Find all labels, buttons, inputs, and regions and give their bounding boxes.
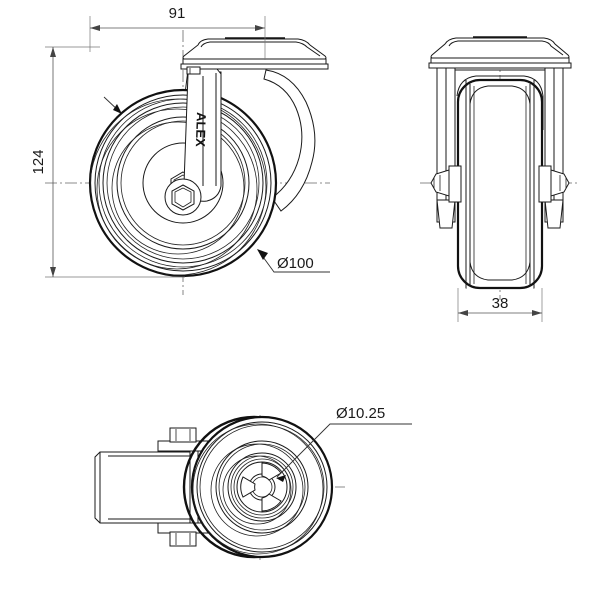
- wheel-plan-hub-outer: [227, 452, 297, 522]
- dim-hub-bore: Ø10.25: [276, 405, 412, 482]
- axle-washer-right: [538, 165, 552, 203]
- dim-wheel-diameter: Ø100: [257, 249, 330, 273]
- fork-brand-text: ALEX: [193, 112, 209, 148]
- wheel-plan-tread-2: [199, 424, 325, 550]
- dim-hub-bore-label: Ø10.25: [336, 405, 385, 422]
- plate-lower-band: [180, 63, 329, 70]
- wheel-hub-boss: [142, 142, 224, 224]
- dim-height-124: 124: [30, 46, 185, 278]
- top-mounting-plate-side: [428, 36, 572, 69]
- top-mounting-plate-front: [180, 37, 329, 70]
- wheel-hub-disc-inner: [120, 120, 246, 246]
- axle-hardware-plan: [157, 427, 219, 547]
- dim-wheel-width-38-label: 38: [492, 295, 509, 312]
- tyre-side-body: [456, 78, 544, 290]
- wheel-plan-hub-3: [236, 461, 288, 513]
- hub-slot-2: [261, 493, 282, 512]
- wheel-side: [456, 78, 544, 290]
- swivel-fork-overlay: [164, 66, 222, 216]
- wheel-rim-outer: [102, 102, 264, 264]
- dim-width-91: 91: [89, 5, 266, 60]
- side-view: 38: [420, 36, 580, 322]
- dim-height-124-label: 124: [30, 149, 47, 174]
- plan-fork-body: [94, 451, 197, 524]
- dim-wheel-diameter-label: Ø100: [277, 255, 314, 272]
- wheel-plan: [182, 415, 334, 559]
- hub-slot-3: [240, 476, 256, 498]
- axle-hardware-side: [430, 165, 570, 203]
- plate-edge-band: [182, 58, 327, 65]
- plan-bolt-head-top: [169, 427, 197, 443]
- wheel-plan-hub-2: [233, 458, 291, 516]
- front-view: ALEX 91 124: [30, 5, 330, 295]
- wheel-rim-line: [106, 106, 260, 260]
- plan-view: Ø10.25: [94, 405, 412, 560]
- plan-bolt-head-bottom: [169, 531, 197, 547]
- wheel-tyre-inner: [94, 94, 272, 272]
- axle-washer-left: [448, 165, 462, 203]
- wheel-plan-rim: [215, 440, 309, 534]
- tyre-pointer-arrow: [113, 104, 122, 114]
- wheel-plan-tread-1: [196, 421, 328, 553]
- dim-width-91-label: 91: [169, 5, 186, 22]
- wheel-hub-disc-outer: [116, 116, 250, 250]
- dim-wheel-width-38: 38: [457, 288, 543, 322]
